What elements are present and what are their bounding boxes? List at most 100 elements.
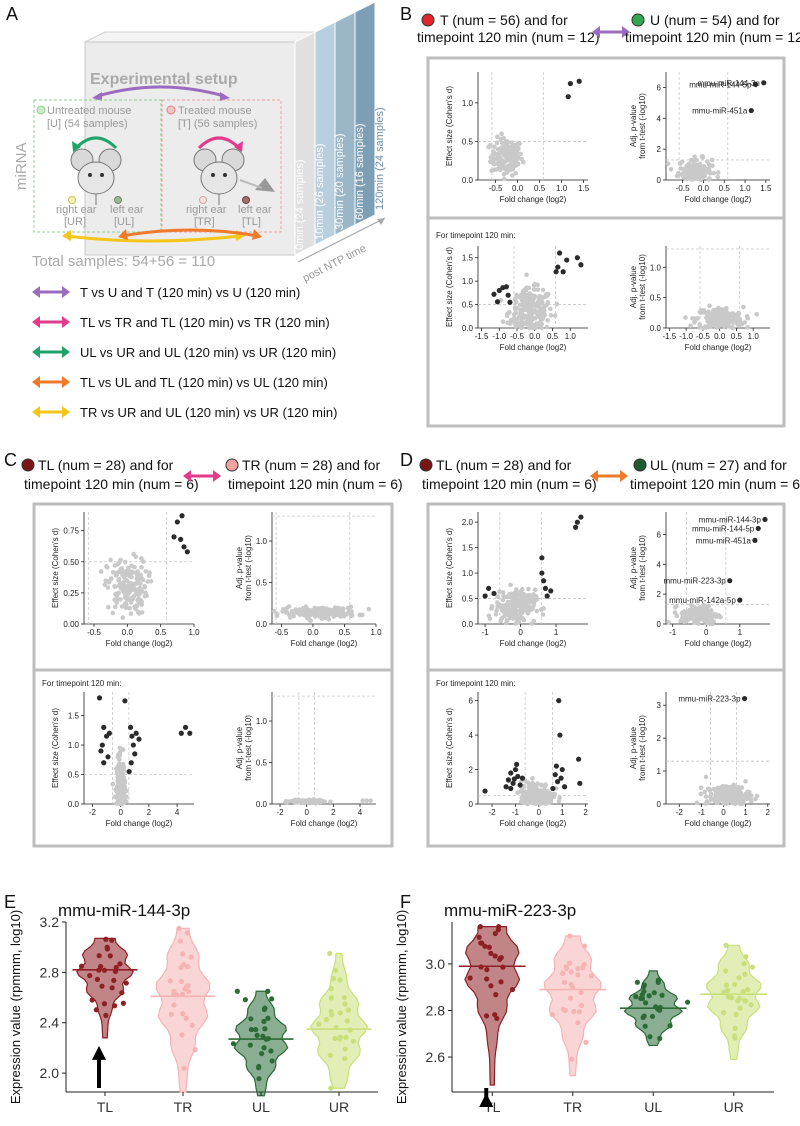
grey-point: [118, 557, 123, 563]
sample-point: [185, 964, 191, 970]
sample-point: [265, 1015, 271, 1021]
sample-point: [569, 1056, 575, 1062]
x-tick-label: 0.5: [547, 332, 559, 341]
grey-point: [280, 608, 285, 614]
grey-point: [705, 319, 710, 324]
grey-point: [709, 157, 715, 163]
c-left-group-dot: [21, 458, 35, 472]
panel-letter-f: F: [400, 892, 411, 912]
grey-point: [290, 610, 296, 616]
y-axis-label: Expression value (rpmmm, log10): [394, 910, 409, 1104]
grey-point: [708, 324, 713, 329]
significant-point: [96, 695, 103, 701]
x-tick-label: 1: [738, 628, 743, 637]
grey-point: [513, 587, 519, 592]
sample-point: [467, 975, 473, 981]
x-tick-label: 0.0: [698, 184, 710, 193]
grey-point: [360, 798, 365, 803]
grey-point: [133, 581, 139, 586]
y-axis-label-line1: Adj. p-value: [235, 546, 244, 589]
sample-point: [179, 1032, 185, 1038]
sample-point: [735, 998, 741, 1004]
sample-point: [568, 981, 574, 987]
gene-annotation: mmu-miR-142a-5p: [669, 596, 736, 605]
sample-point: [181, 1065, 187, 1071]
x-tick-label: TL: [97, 1099, 114, 1115]
sample-point: [509, 986, 516, 993]
grey-point: [709, 791, 714, 797]
comparison-item: UL vs UR and UL (120 min) vs UR (120 min…: [32, 345, 336, 360]
significant-point: [542, 585, 549, 591]
grey-point: [133, 554, 139, 560]
time-layer-label-60: 60min (16 samples): [354, 123, 366, 220]
sample-point: [725, 994, 731, 1000]
gene-annotation: mmu-miR-451a: [692, 107, 748, 116]
grey-point: [707, 303, 712, 309]
y-tick-label: 0.0: [462, 324, 474, 333]
x-tick-label: 1.0: [748, 332, 760, 341]
gene-annotation: mmu-miR-144-3p: [698, 79, 761, 88]
grey-point: [493, 152, 498, 157]
grey-point: [307, 617, 312, 622]
grey-point: [517, 604, 523, 610]
grey-point: [530, 606, 535, 612]
tl-label: left ear: [238, 204, 272, 216]
comparison-label: TL vs TR and TL (120 min) vs TR (120 min…: [80, 315, 330, 330]
gene-annotation: mmu-miR-144-5p: [692, 524, 755, 533]
x-tick-label: TR: [174, 1099, 193, 1115]
x-tick-label: 4: [358, 808, 363, 817]
grey-point: [117, 757, 122, 762]
grey-point: [501, 176, 507, 182]
grey-point: [715, 174, 721, 180]
comparison-arrowhead-left: [32, 286, 40, 298]
panel-letter-c: C: [4, 450, 17, 470]
sample-point: [96, 953, 102, 959]
grey-point: [716, 305, 721, 311]
sample-point: [113, 964, 119, 971]
sample-point: [567, 995, 574, 1001]
x-tick-label: 1.0: [188, 628, 200, 637]
sample-point: [103, 936, 109, 942]
sample-point: [497, 956, 503, 963]
grey-point: [731, 782, 736, 788]
violin-shape: [464, 926, 521, 1086]
grey-point: [505, 320, 510, 326]
grey-point: [295, 610, 300, 615]
grey-point: [519, 600, 525, 606]
significant-point: [494, 299, 501, 305]
y-tick-label: 4: [657, 560, 662, 569]
significant-point: [486, 585, 492, 591]
x-tick-label: 0: [721, 808, 726, 817]
sample-point: [640, 1014, 646, 1021]
sample-point: [656, 1007, 663, 1013]
x-tick-label: -1: [698, 808, 706, 817]
grey-point: [711, 311, 717, 317]
grey-point: [540, 792, 546, 797]
orange-compare-arrow: [121, 228, 259, 238]
d-frame: [426, 502, 786, 848]
untreated-samples: [U] (54 samples): [47, 118, 128, 130]
sample-point: [579, 1002, 585, 1009]
grey-point: [689, 610, 695, 616]
sample-point: [186, 988, 192, 995]
sample-point: [641, 984, 647, 990]
grey-point: [491, 167, 497, 173]
significant-point: [127, 724, 134, 730]
sample-point: [119, 990, 125, 996]
grey-point: [517, 314, 522, 319]
grey-point: [319, 616, 325, 622]
significant-point: [577, 780, 583, 786]
sample-point: [99, 983, 105, 989]
gene-annotation: mmu-miR-451a: [696, 536, 752, 545]
grey-point: [110, 610, 116, 616]
sample-point: [742, 971, 748, 977]
grey-point: [125, 586, 131, 592]
significant-point: [556, 698, 562, 704]
grey-point: [510, 145, 516, 151]
x-tick-label: 2: [583, 808, 588, 817]
y-tick-label: 2.4: [40, 1015, 60, 1031]
grey-point: [102, 582, 108, 588]
significant-point: [503, 284, 509, 290]
sample-point: [167, 978, 173, 984]
